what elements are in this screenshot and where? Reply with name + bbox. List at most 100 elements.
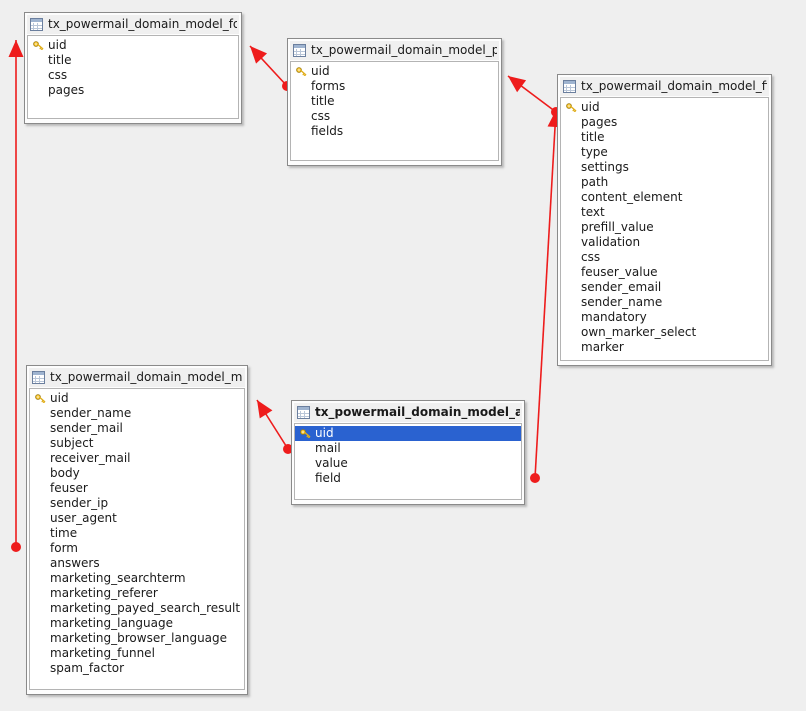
attribute-row[interactable]: path bbox=[561, 175, 768, 190]
attribute-row[interactable]: mail bbox=[295, 441, 521, 456]
entity-box-forms[interactable]: tx_powermail_domain_model_formsuidtitlec… bbox=[24, 12, 242, 124]
attribute-row[interactable]: marketing_searchterm bbox=[30, 571, 244, 586]
attribute-row[interactable]: user_agent bbox=[30, 511, 244, 526]
table-icon bbox=[32, 371, 45, 384]
attribute-row[interactable]: pages bbox=[561, 115, 768, 130]
attribute-row[interactable]: answers bbox=[30, 556, 244, 571]
attribute-icon-slot bbox=[565, 311, 580, 324]
attribute-row[interactable]: field bbox=[295, 471, 521, 486]
relationship-fields-to-pages[interactable] bbox=[507, 75, 561, 117]
relationship-source-dot bbox=[11, 542, 21, 552]
entity-header-pages[interactable]: tx_powermail_domain_model_pages bbox=[290, 41, 499, 60]
attribute-row[interactable]: uid bbox=[291, 64, 498, 79]
attribute-row-selected[interactable]: uid bbox=[295, 426, 521, 441]
attribute-name: marketing_browser_language bbox=[50, 631, 228, 645]
entity-header-forms[interactable]: tx_powermail_domain_model_forms bbox=[27, 15, 239, 34]
attribute-row[interactable]: spam_factor bbox=[30, 661, 244, 676]
attribute-row[interactable]: form bbox=[30, 541, 244, 556]
attribute-row[interactable]: text bbox=[561, 205, 768, 220]
attribute-row[interactable]: fields bbox=[291, 124, 498, 139]
attribute-icon-slot bbox=[34, 497, 49, 510]
attribute-row[interactable]: sender_ip bbox=[30, 496, 244, 511]
entity-header-fields[interactable]: tx_powermail_domain_model_fields bbox=[560, 77, 769, 96]
entity-box-fields[interactable]: tx_powermail_domain_model_fieldsuidpages… bbox=[557, 74, 772, 366]
attribute-row[interactable]: sender_email bbox=[561, 280, 768, 295]
attribute-row[interactable]: type bbox=[561, 145, 768, 160]
attribute-name: marketing_searchterm bbox=[50, 571, 186, 585]
attribute-row[interactable]: marketing_payed_search_result bbox=[30, 601, 244, 616]
attribute-name: content_element bbox=[581, 190, 683, 204]
attribute-row[interactable]: body bbox=[30, 466, 244, 481]
attribute-row[interactable]: mandatory bbox=[561, 310, 768, 325]
attribute-row[interactable]: sender_name bbox=[561, 295, 768, 310]
attribute-icon-slot bbox=[34, 557, 49, 570]
attribute-row[interactable]: receiver_mail bbox=[30, 451, 244, 466]
attribute-row[interactable]: css bbox=[28, 68, 238, 83]
relationship-arrowhead bbox=[257, 400, 273, 419]
attribute-row[interactable]: marketing_referer bbox=[30, 586, 244, 601]
attribute-row[interactable]: time bbox=[30, 526, 244, 541]
attribute-row[interactable]: own_marker_select bbox=[561, 325, 768, 340]
entity-box-pages[interactable]: tx_powermail_domain_model_pagesuidformst… bbox=[287, 38, 502, 166]
attribute-row[interactable]: pages bbox=[28, 83, 238, 98]
attribute-row[interactable]: marketing_funnel bbox=[30, 646, 244, 661]
relationship-line bbox=[256, 399, 289, 450]
attribute-name: mail bbox=[315, 441, 341, 455]
attribute-row[interactable]: feuser bbox=[30, 481, 244, 496]
attribute-row[interactable]: marketing_language bbox=[30, 616, 244, 631]
relationship-answer-to-mails[interactable] bbox=[256, 399, 293, 454]
attribute-name: uid bbox=[311, 64, 330, 78]
entity-header-mails[interactable]: tx_powermail_domain_model_mails bbox=[29, 368, 245, 387]
primary-key-icon-slot bbox=[295, 65, 310, 78]
attribute-name: title bbox=[48, 53, 72, 67]
primary-key-icon-slot bbox=[34, 392, 49, 405]
relationship-pages-to-forms[interactable] bbox=[249, 45, 292, 91]
attribute-row[interactable]: prefill_value bbox=[561, 220, 768, 235]
attribute-name: title bbox=[311, 94, 335, 108]
attribute-row[interactable]: sender_mail bbox=[30, 421, 244, 436]
attribute-icon-slot bbox=[565, 161, 580, 174]
attribute-row[interactable]: settings bbox=[561, 160, 768, 175]
attribute-name: uid bbox=[50, 391, 69, 405]
attribute-icon-slot bbox=[34, 482, 49, 495]
entity-header-answer[interactable]: tx_powermail_domain_model_answer bbox=[294, 403, 522, 422]
attribute-row[interactable]: marketing_browser_language bbox=[30, 631, 244, 646]
attribute-row[interactable]: css bbox=[291, 109, 498, 124]
attribute-name: uid bbox=[315, 426, 334, 440]
attribute-name: value bbox=[315, 456, 348, 470]
attribute-row[interactable]: uid bbox=[561, 100, 768, 115]
attribute-row[interactable]: sender_name bbox=[30, 406, 244, 421]
entity-title: tx_powermail_domain_model_answer bbox=[315, 405, 520, 419]
attribute-row[interactable]: feuser_value bbox=[561, 265, 768, 280]
attribute-icon-slot bbox=[34, 587, 49, 600]
attribute-name: mandatory bbox=[581, 310, 647, 324]
attribute-row[interactable]: uid bbox=[28, 38, 238, 53]
attribute-icon-slot bbox=[34, 452, 49, 465]
primary-key-icon bbox=[33, 41, 44, 50]
attribute-icon-slot bbox=[565, 191, 580, 204]
attribute-row[interactable]: title bbox=[28, 53, 238, 68]
attribute-row[interactable]: title bbox=[291, 94, 498, 109]
attribute-icon-slot bbox=[34, 617, 49, 630]
attribute-row[interactable]: validation bbox=[561, 235, 768, 250]
attribute-row[interactable]: uid bbox=[30, 391, 244, 406]
attribute-row[interactable]: content_element bbox=[561, 190, 768, 205]
attribute-icon-slot bbox=[34, 647, 49, 660]
attribute-row[interactable]: css bbox=[561, 250, 768, 265]
attribute-row[interactable]: forms bbox=[291, 79, 498, 94]
primary-key-icon bbox=[296, 67, 307, 76]
attribute-row[interactable]: subject bbox=[30, 436, 244, 451]
entity-box-answer[interactable]: tx_powermail_domain_model_answeruidmailv… bbox=[291, 400, 525, 505]
attribute-row[interactable]: value bbox=[295, 456, 521, 471]
attribute-name: body bbox=[50, 466, 80, 480]
relationship-mails-to-forms[interactable] bbox=[8, 40, 24, 552]
attribute-row[interactable]: title bbox=[561, 130, 768, 145]
attribute-row[interactable]: marker bbox=[561, 340, 768, 355]
